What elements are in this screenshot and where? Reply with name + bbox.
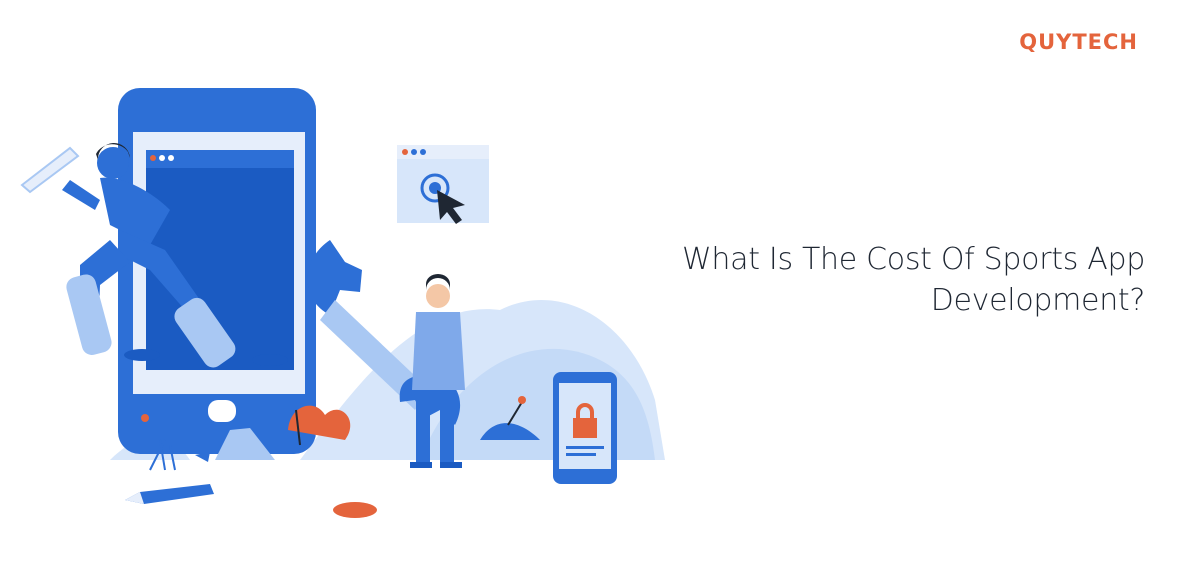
brand-logo[interactable]: QUYTECH bbox=[1019, 30, 1138, 54]
headline-line-2: Development? bbox=[930, 282, 1146, 318]
browser-window-icon bbox=[397, 145, 489, 224]
smartphone-icon bbox=[118, 88, 316, 454]
cricket-player-icon bbox=[20, 142, 288, 368]
plant-icon bbox=[141, 396, 540, 471]
target-cursor-icon bbox=[420, 173, 465, 224]
decorative-disc bbox=[333, 502, 377, 518]
page-headline: What Is The Cost Of Sports App Developme… bbox=[585, 240, 1145, 321]
person-icon bbox=[410, 274, 465, 468]
headline-line-1: What Is The Cost Of Sports App bbox=[682, 242, 1145, 277]
pencil-icon bbox=[125, 484, 214, 504]
mobile-lock-icon bbox=[553, 372, 617, 484]
sports-app-illustration bbox=[20, 88, 665, 518]
padlock-icon bbox=[573, 403, 597, 438]
